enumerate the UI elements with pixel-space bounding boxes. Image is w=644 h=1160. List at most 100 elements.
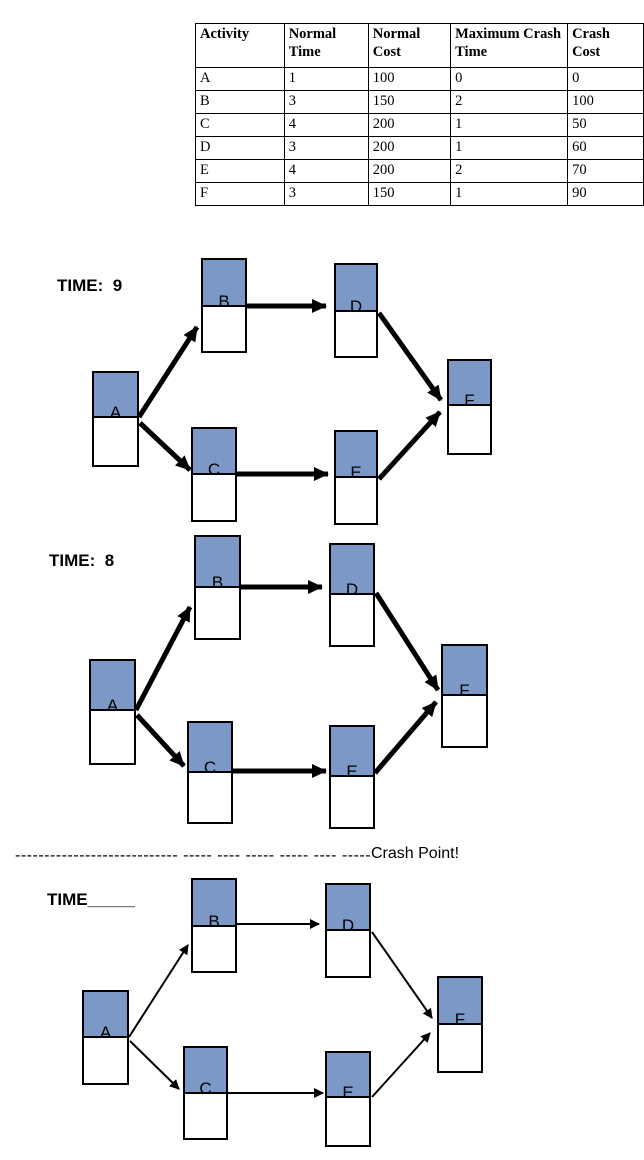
diagram-label-time-blank: TIME_____	[47, 890, 135, 909]
node-blue-cell: D	[336, 265, 376, 316]
node-letter: B	[211, 573, 224, 592]
node-time-9-E: E	[334, 430, 378, 525]
node-blue-cell: A	[94, 373, 137, 422]
table-cell: B	[195, 90, 285, 114]
node-blue-cell: F	[439, 978, 481, 1029]
node-blue-cell: F	[449, 361, 490, 410]
node-blue-cell: C	[193, 429, 235, 479]
table-cell: 150	[367, 182, 452, 206]
node-time-9-D: D	[334, 263, 378, 358]
arrow-D-to-F	[371, 931, 433, 1019]
node-letter: C	[199, 1079, 212, 1098]
table-cell: 90	[567, 182, 644, 206]
node-blue-cell: D	[331, 545, 373, 599]
node-blue-cell: E	[327, 1053, 369, 1102]
node-letter: E	[346, 762, 358, 781]
node-blue-cell: B	[193, 880, 235, 931]
node-letter: C	[207, 460, 221, 479]
node-letter: D	[349, 297, 363, 316]
node-blue-cell: A	[91, 661, 134, 715]
column-header: Maximum Crash Time	[450, 23, 569, 68]
table-cell: 1	[450, 182, 569, 206]
node-time-blank-F: F	[437, 976, 483, 1073]
table-cell: 70	[567, 159, 644, 183]
node-time-blank-A: A	[82, 990, 129, 1085]
node-letter: B	[218, 292, 230, 311]
node-letter: D	[345, 580, 359, 599]
node-letter: D	[341, 916, 355, 935]
table-cell: 1	[450, 113, 569, 137]
node-blue-cell: C	[185, 1048, 226, 1098]
node-blue-cell: C	[189, 723, 231, 777]
node-blue-cell: F	[443, 646, 486, 700]
node-letter: C	[203, 758, 217, 777]
table-cell: F	[195, 182, 285, 206]
node-time-8-C: C	[187, 721, 233, 824]
node-letter: A	[109, 403, 122, 422]
arrow-E-to-F	[373, 700, 438, 775]
diagram-label-time-8: TIME: 8	[49, 551, 115, 570]
node-time-9-A: A	[92, 371, 139, 467]
column-header: Crash Cost	[567, 23, 644, 68]
table-cell: 1	[283, 67, 369, 91]
table-cell: 2	[450, 90, 569, 114]
node-blue-cell: B	[203, 260, 245, 311]
node-time-blank-C: C	[183, 1046, 228, 1140]
node-letter: A	[99, 1023, 112, 1042]
node-letter: F	[459, 681, 470, 700]
table-cell: A	[195, 67, 285, 91]
node-blue-cell: E	[336, 432, 376, 482]
arrow-D-to-F	[376, 311, 444, 402]
node-time-blank-D: D	[325, 883, 371, 978]
node-time-9-B: B	[201, 258, 247, 353]
node-blue-cell: A	[84, 992, 127, 1042]
node-time-8-E: E	[329, 725, 375, 829]
node-blue-cell: D	[327, 885, 369, 935]
node-time-9-C: C	[191, 427, 237, 522]
node-time-8-F: F	[441, 644, 488, 748]
node-blue-cell: E	[331, 727, 373, 781]
arrow-D-to-F	[373, 591, 441, 692]
table-cell: 60	[567, 136, 644, 160]
column-header: Normal Cost	[367, 23, 452, 68]
column-header: Normal Time	[283, 23, 369, 68]
node-time-9-F: F	[447, 359, 492, 455]
node-letter: F	[454, 1010, 466, 1029]
column-header: Activity	[195, 23, 285, 68]
arrow-A-to-C	[129, 1040, 180, 1090]
node-time-8-D: D	[329, 543, 375, 647]
node-letter: E	[350, 463, 362, 482]
node-letter: B	[208, 912, 220, 931]
arrow-A-to-B	[133, 605, 193, 712]
table-cell: 2	[450, 159, 569, 183]
node-blue-cell: B	[196, 537, 239, 592]
arrow-E-to-F	[377, 410, 442, 481]
node-letter: A	[106, 696, 119, 715]
node-time-8-A: A	[89, 659, 136, 765]
diagram-label-time-9: TIME: 9	[57, 276, 123, 295]
crash-point-label: Crash Point!	[371, 845, 460, 862]
node-time-8-B: B	[194, 535, 241, 640]
table-cell: 3	[283, 182, 369, 206]
table-cell: 0	[450, 67, 569, 91]
node-letter: F	[464, 391, 475, 410]
arrow-E-to-F	[371, 1032, 431, 1098]
arrow-A-to-B	[128, 944, 189, 1038]
node-time-blank-B: B	[191, 878, 237, 973]
node-time-blank-E: E	[325, 1051, 371, 1147]
arrow-A-to-C	[138, 421, 192, 472]
node-letter: E	[342, 1083, 354, 1102]
arrow-A-to-B	[136, 325, 200, 419]
crash-point-dashed-line: ---------------------------- ----- ---- …	[15, 847, 372, 864]
arrow-A-to-C	[135, 713, 186, 768]
